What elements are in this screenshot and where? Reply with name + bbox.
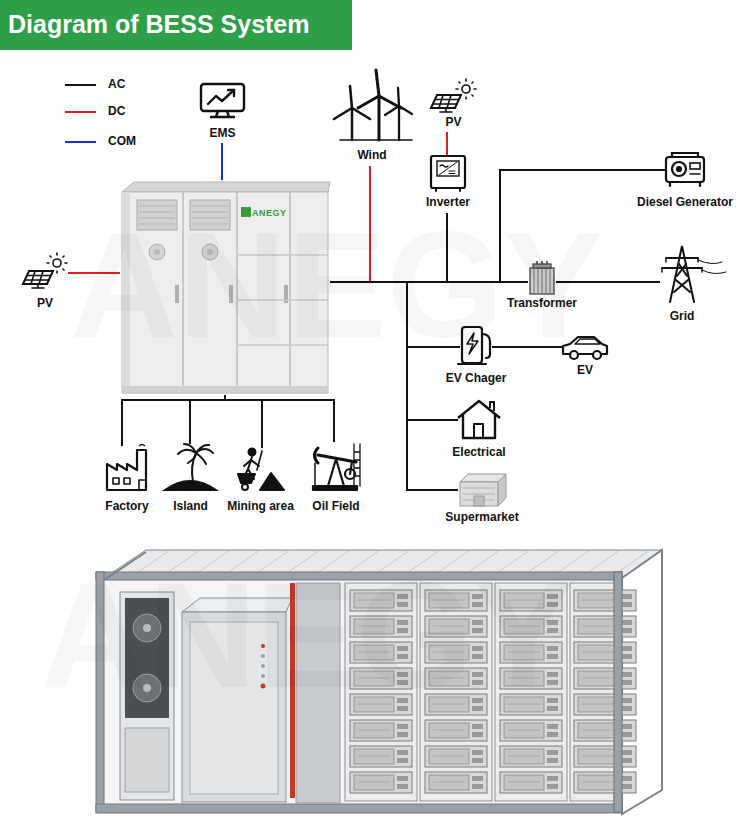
pv-node: PV — [22, 252, 68, 288]
diagram-title: Diagram of BESS System — [8, 10, 310, 39]
pumpjack-icon — [313, 444, 360, 490]
transformer-node: Transformer — [528, 262, 556, 295]
legend-label: DC — [108, 104, 125, 118]
legend-label: AC — [108, 77, 125, 91]
title-banner — [0, 0, 352, 50]
inverter-node: Inverter — [430, 155, 466, 190]
node-label: PV — [445, 115, 461, 129]
node-label: Inverter — [426, 195, 470, 209]
pv-icon — [431, 79, 476, 112]
ac-wire — [225, 395, 262, 448]
grid-node: Grid — [660, 244, 704, 302]
node-label: Factory — [105, 499, 148, 513]
legend-label: COM — [108, 134, 136, 148]
node-label: Wind — [357, 148, 386, 162]
bess-container-node: ANEGY — [120, 180, 330, 395]
node-label: Oil Field — [312, 499, 359, 513]
node-label: Transformer — [507, 296, 577, 310]
pv-icon — [23, 253, 67, 288]
wind-icon — [334, 70, 412, 140]
house-icon — [458, 401, 500, 438]
wind-node: Wind — [332, 70, 412, 140]
node-label: PV — [37, 296, 53, 310]
node-label: EMS — [209, 126, 235, 140]
node-label: EV — [577, 363, 593, 377]
legend-sample — [65, 84, 96, 86]
grid-pylon-icon — [662, 246, 726, 302]
legend-sample — [65, 111, 96, 113]
node-label: Diesel Generator — [637, 195, 733, 209]
pv-node: PV — [430, 80, 477, 110]
node-label: Supermarket — [445, 510, 518, 524]
node-label: Mining area — [227, 499, 294, 513]
watermark: ANEGY — [70, 210, 603, 360]
dc-wire — [446, 132, 448, 155]
ev-charger-node: EV Chager — [460, 326, 492, 365]
diesel-generator-node: Diesel Generator — [665, 151, 705, 187]
legend-sample — [65, 141, 96, 143]
watermark: ANEGY — [40, 560, 573, 710]
mining-area-node: Mining area — [237, 448, 284, 490]
inverter-icon — [431, 156, 465, 191]
supermarket-icon — [460, 474, 506, 506]
node-label: EV Chager — [446, 371, 507, 385]
node-label: Electrical — [452, 445, 505, 459]
ac-wire — [190, 395, 225, 444]
ems-node: EMS — [200, 82, 245, 116]
logo-text: ANEGY — [252, 208, 287, 218]
mining-icon — [238, 449, 284, 491]
factory-node: Factory — [106, 446, 148, 490]
ems-icon — [201, 84, 244, 117]
island-icon — [165, 444, 216, 490]
supermarket-node: Supermarket — [458, 472, 506, 506]
electrical-node: Electrical — [458, 400, 500, 438]
diesel-generator-icon — [666, 153, 704, 186]
node-label: Island — [173, 499, 208, 513]
oil-field-node: Oil Field — [312, 442, 360, 490]
node-label: Grid — [670, 309, 695, 323]
ac-wire — [122, 395, 225, 446]
com-wire — [221, 143, 223, 180]
ac-wire — [225, 395, 334, 442]
factory-icon — [107, 445, 146, 491]
ev-node: EV — [562, 336, 608, 360]
island-node: Island — [165, 444, 216, 490]
